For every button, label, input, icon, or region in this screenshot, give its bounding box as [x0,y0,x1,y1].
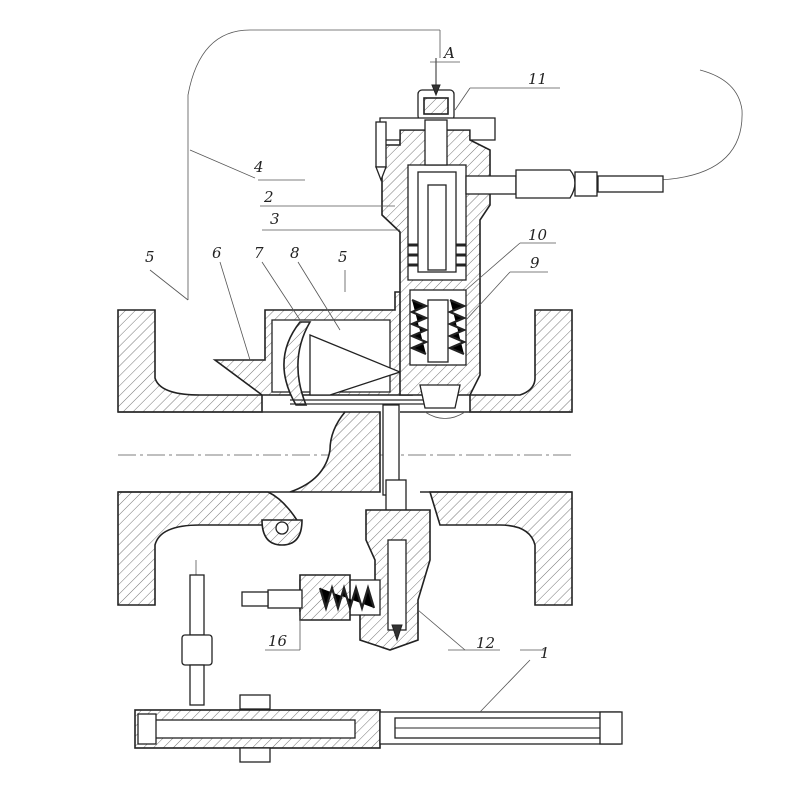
label-12: 12 [476,634,495,652]
label-10: 10 [528,226,548,244]
label-5-left: 5 [145,248,155,266]
upper-spring [408,243,466,267]
label-3: 3 [270,210,280,228]
lower-spring [409,298,467,356]
label-9: 9 [530,254,540,272]
label-7: 7 [254,244,264,262]
pilot-valve [375,58,664,419]
valve-body [117,291,573,606]
label-1: 1 [540,644,550,662]
lower-assembly [181,404,431,706]
label-8: 8 [290,244,300,262]
label-4: 4 [253,158,264,176]
label-A: A [442,44,455,62]
leader-lines [149,61,560,713]
callout-labels: A 11 4 2 3 10 9 5 6 7 8 5 16 12 1 [145,44,550,662]
label-16: 16 [268,632,288,650]
label-5-right: 5 [338,248,348,266]
bottom-cylinder [134,694,623,763]
label-11: 11 [528,70,547,88]
label-2: 2 [263,188,274,206]
label-6: 6 [212,244,222,262]
spring-16 [318,584,376,612]
